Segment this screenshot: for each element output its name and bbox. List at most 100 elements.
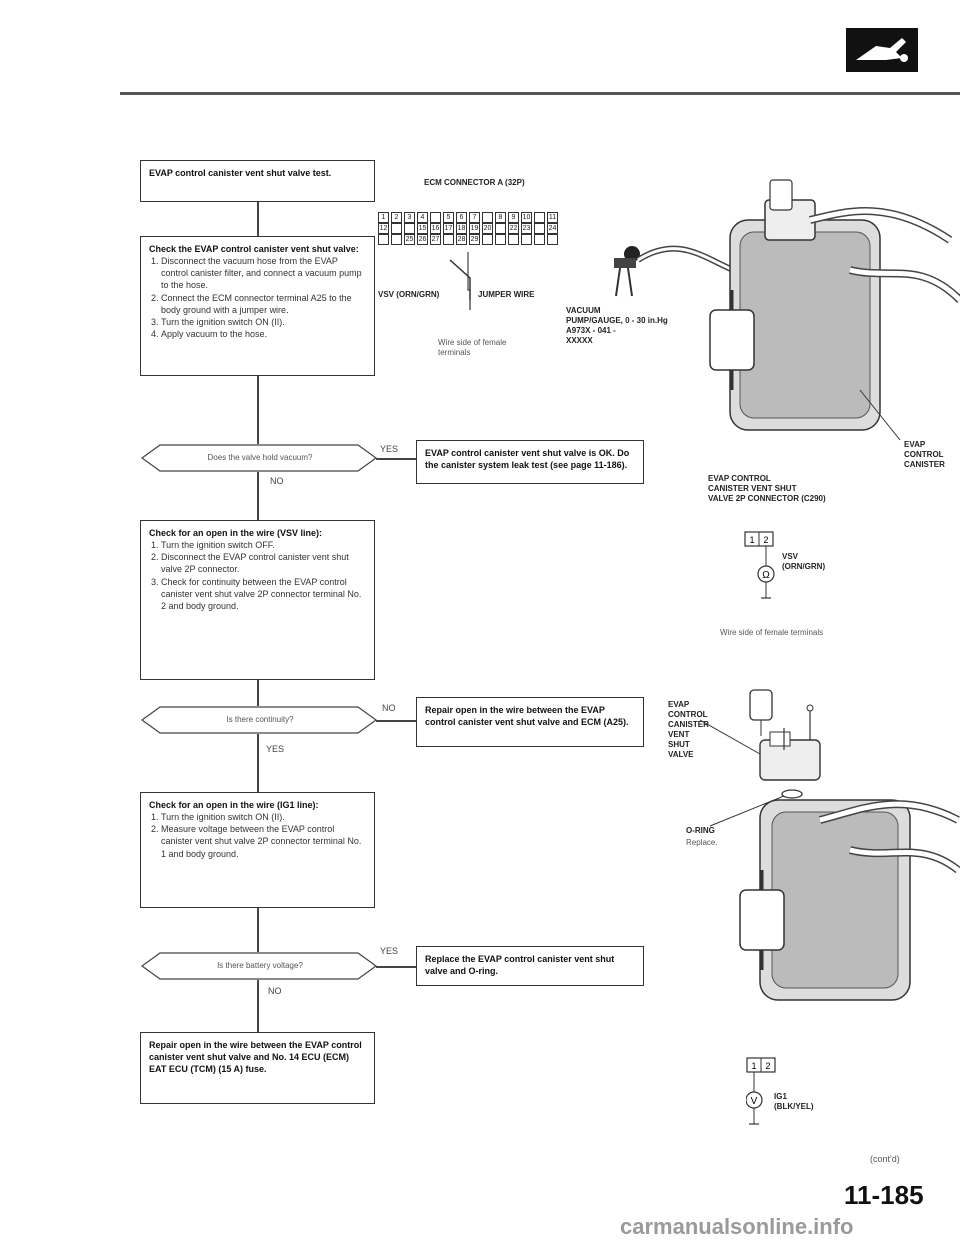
flow-connector: [376, 458, 416, 460]
connector-terminal: 29: [469, 234, 480, 245]
connector-cavity-empty: [534, 212, 545, 223]
connector-terminal: 15: [417, 223, 428, 234]
connector-terminal: 19: [469, 223, 480, 234]
connector-cavity-empty: [534, 223, 545, 234]
ig1-connector-symbol: 1 2 V: [746, 1057, 776, 1125]
connector-terminal: 25: [404, 234, 415, 245]
flow-decision3-no: NO: [268, 986, 282, 996]
ig1-pin-1: 1: [751, 1061, 756, 1071]
connector-cavity-empty: [495, 234, 506, 245]
connector-cavity-empty: [391, 234, 402, 245]
connector-terminal: 10: [521, 212, 532, 223]
flow-decision3-text: Is there battery voltage?: [217, 961, 303, 970]
flow-connector: [376, 966, 416, 968]
flow-start-text: EVAP control canister vent shut valve te…: [149, 168, 332, 178]
ig1-pin-2: 2: [765, 1061, 770, 1071]
vsv-pin-2: 2: [763, 535, 768, 545]
oring-note: Replace.: [686, 838, 718, 847]
canister-label: EVAP CONTROL CANISTER: [904, 440, 945, 469]
connector-terminal: 17: [443, 223, 454, 234]
flow-step2-title: Check for an open in the wire (VSV line)…: [149, 528, 323, 538]
flow-connector: [376, 720, 416, 722]
ecm-connector-title: ECM CONNECTOR A (32P): [424, 178, 525, 187]
connector-terminal: 5: [443, 212, 454, 223]
flow-step1-box: Check the EVAP control canister vent shu…: [140, 236, 375, 376]
header-rule: [120, 92, 960, 95]
connector-terminal: 9: [508, 212, 519, 223]
canister-vacuum-illustration: [449, 179, 960, 441]
vsv-wire-label: VSV (ORN/GRN): [378, 290, 440, 299]
flow-step3-title: Check for an open in the wire (IG1 line)…: [149, 800, 319, 810]
vsv-connector-symbol: 1 2 Ω: [744, 531, 775, 599]
vacuum-pump-label: VACUUM PUMP/GAUGE, 0 - 30 in.Hg A973X - …: [566, 306, 668, 345]
flow-step3-box: Check for an open in the wire (IG1 line)…: [140, 792, 375, 908]
connector-cavity-empty: [547, 234, 558, 245]
flow-step1-item: Apply vacuum to the hose.: [161, 328, 366, 340]
flow-connector: [257, 908, 259, 952]
flow-decision2-text: Is there continuity?: [226, 715, 294, 724]
connector-cavity-empty: [495, 223, 506, 234]
ig1-wire-label: IG1 (BLK/YEL): [774, 1092, 814, 1111]
flow-step2-item: Disconnect the EVAP control canister ven…: [161, 551, 366, 575]
flow-step1-item: Disconnect the vacuum hose from the EVAP…: [161, 255, 366, 291]
connector-terminal: 11: [547, 212, 558, 223]
connector-terminal: 6: [456, 212, 467, 223]
flow-connector: [257, 734, 259, 792]
connector-cavity-empty: [404, 223, 415, 234]
flow-step2-item: Turn the ignition switch OFF.: [161, 539, 366, 551]
connector-terminal: 2: [391, 212, 402, 223]
connector-terminal: 8: [495, 212, 506, 223]
connector-terminal: 26: [417, 234, 428, 245]
flow-connector: [257, 980, 259, 1032]
vent-shut-valve-label: EVAP CONTROL CANISTER VENT SHUT VALVE: [668, 700, 709, 759]
connector-cavity-empty: [430, 212, 441, 223]
flow-result2-text: Repair open in the wire between the EVAP…: [425, 705, 629, 728]
connector-terminal: 20: [482, 223, 493, 234]
flow-connector: [257, 680, 259, 706]
connector-cavity-empty: [391, 223, 402, 234]
flow-step1-item: Connect the ECM connector terminal A25 t…: [161, 292, 366, 316]
connector-terminal: 12: [378, 223, 389, 234]
connector-terminal: 22: [508, 223, 519, 234]
vacuum-pump-icon: [614, 246, 640, 297]
connector-terminal: 4: [417, 212, 428, 223]
flow-start-box: EVAP control canister vent shut valve te…: [140, 160, 375, 202]
wire-side-label: Wire side of female terminals: [438, 338, 507, 357]
vsv-pin-1: 1: [749, 535, 754, 545]
wire-side-label-2: Wire side of female terminals: [720, 628, 824, 637]
flow-final-box: Repair open in the wire between the EVAP…: [140, 1032, 375, 1104]
flow-decision1-no: NO: [270, 476, 284, 486]
flow-step3-item: Turn the ignition switch ON (II).: [161, 811, 366, 823]
oring-label: O-RING: [686, 826, 715, 835]
connector-terminal: 1: [378, 212, 389, 223]
valve-exploded-illustration: [700, 689, 960, 1001]
flow-step2-item: Check for continuity between the EVAP co…: [161, 576, 366, 612]
volt-meter-icon: V: [751, 1096, 758, 1107]
flow-decision2-no-right: NO: [382, 703, 396, 713]
connector-cavity-empty: [508, 234, 519, 245]
flow-result1-box: EVAP control canister vent shut valve is…: [416, 440, 644, 484]
jumper-wire-label: JUMPER WIRE: [478, 290, 535, 299]
flow-connector: [257, 472, 259, 520]
vent-connector-label: EVAP CONTROL CANISTER VENT SHUT VALVE 2P…: [708, 474, 826, 503]
fuel-pump-icon: [856, 38, 908, 62]
flow-decision1-text: Does the valve hold vacuum?: [207, 453, 313, 462]
connector-terminal: 3: [404, 212, 415, 223]
flow-result3-text: Replace the EVAP control canister vent s…: [425, 954, 615, 977]
contd-label: (cont'd): [870, 1154, 900, 1164]
connector-cavity-empty: [482, 212, 493, 223]
flow-connector: [257, 376, 259, 444]
connector-terminal: 24: [547, 223, 558, 234]
connector-cavity-empty: [482, 234, 493, 245]
flow-step1-title: Check the EVAP control canister vent shu…: [149, 244, 359, 254]
connector-terminal: 28: [456, 234, 467, 245]
flow-decision1-yes: YES: [380, 444, 399, 454]
ohm-meter-icon: Ω: [762, 570, 770, 581]
connector-cavity-empty: [443, 234, 454, 245]
section-logo: [846, 28, 918, 72]
flow-result1-text: EVAP control canister vent shut valve is…: [425, 448, 630, 471]
flow-connector: [257, 202, 259, 248]
watermark: carmanualsonline.info: [620, 1214, 854, 1239]
connector-cavity-empty: [534, 234, 545, 245]
